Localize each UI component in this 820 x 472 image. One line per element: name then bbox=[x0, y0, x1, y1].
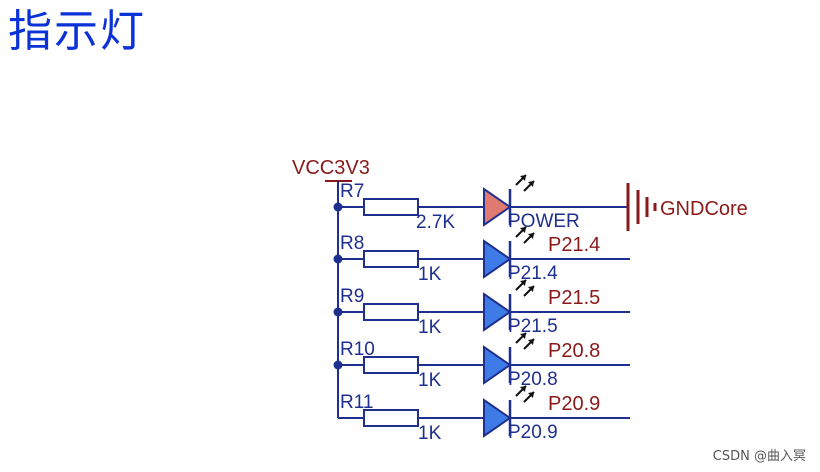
junction-dot bbox=[333, 254, 343, 264]
junction-dot bbox=[333, 307, 343, 317]
led-arrow-head bbox=[520, 386, 526, 392]
resistor-ref-label: R10 bbox=[340, 339, 375, 360]
led-diode bbox=[483, 398, 512, 438]
led-ref-label: P20.8 bbox=[508, 369, 558, 390]
resistor bbox=[363, 198, 419, 216]
net-label: P20.9 bbox=[548, 393, 600, 415]
resistor-value-label: 2.7K bbox=[416, 212, 455, 233]
resistor bbox=[363, 409, 419, 427]
led-diode bbox=[483, 239, 512, 279]
led-diode bbox=[483, 292, 512, 332]
led-arrow-head bbox=[520, 175, 526, 181]
resistor bbox=[363, 303, 419, 321]
ground-symbol bbox=[626, 183, 657, 231]
resistor-ref-label: R8 bbox=[340, 233, 364, 254]
led-arrow-head bbox=[520, 227, 526, 233]
junction-dot bbox=[333, 202, 343, 212]
resistor bbox=[363, 250, 419, 268]
resistor-value-label: 1K bbox=[418, 317, 442, 338]
led-arrow-head bbox=[520, 280, 526, 286]
led-ref-label: P21.5 bbox=[508, 316, 558, 337]
led-diode bbox=[483, 345, 512, 385]
resistor-ref-label: R9 bbox=[340, 286, 364, 307]
net-label: P21.4 bbox=[548, 234, 600, 256]
led-arrow-head bbox=[528, 339, 534, 345]
watermark: CSDN @曲入冥 bbox=[712, 449, 806, 464]
led-arrow-head bbox=[528, 392, 534, 398]
led-arrow-head bbox=[528, 181, 534, 187]
resistor-ref-label: R11 bbox=[340, 392, 373, 413]
led-arrow-head bbox=[520, 333, 526, 339]
net-label: P21.5 bbox=[548, 287, 600, 309]
led-diode bbox=[483, 187, 512, 227]
resistor-value-label: 1K bbox=[418, 423, 442, 444]
resistor bbox=[363, 356, 419, 374]
led-arrow-head bbox=[528, 286, 534, 292]
net-label: P20.8 bbox=[548, 340, 600, 362]
resistor-ref-label: R7 bbox=[340, 181, 364, 202]
junction-dot bbox=[333, 360, 343, 370]
page-title: 指示灯 bbox=[8, 6, 146, 57]
led-ref-label: P20.9 bbox=[508, 422, 558, 443]
led-ref-label: POWER bbox=[508, 211, 580, 232]
ground-net-label: GNDCore bbox=[660, 198, 748, 220]
power-net-label: VCC3V3 bbox=[292, 157, 370, 179]
resistor-value-label: 1K bbox=[418, 370, 442, 391]
resistor-value-label: 1K bbox=[418, 264, 442, 285]
led-ref-label: P21.4 bbox=[508, 263, 558, 284]
led-arrow-head bbox=[528, 233, 534, 239]
